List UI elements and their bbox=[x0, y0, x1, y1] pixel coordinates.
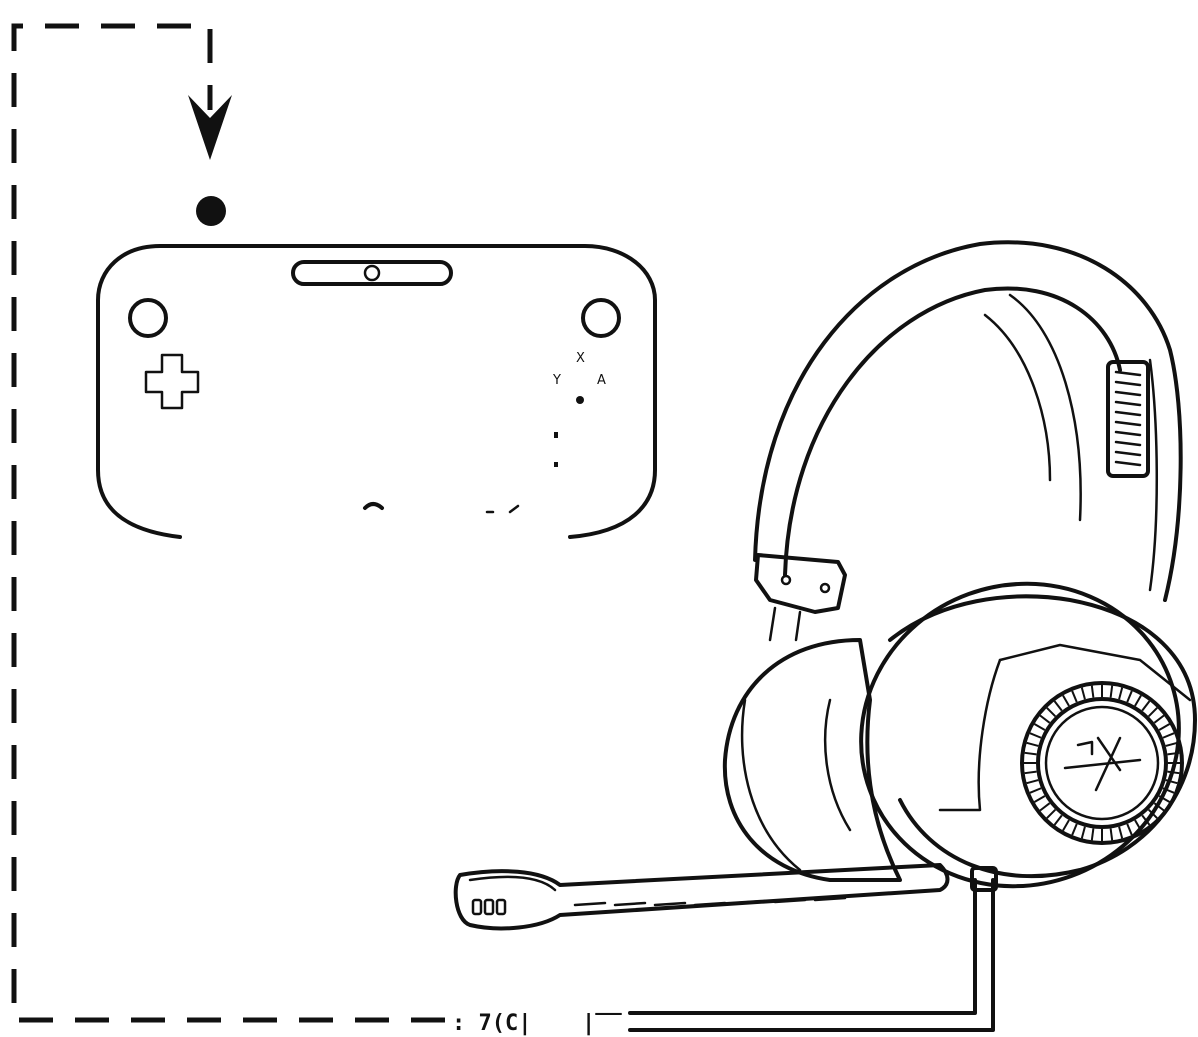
grille-slot bbox=[1126, 823, 1133, 836]
grille-slot bbox=[1090, 685, 1095, 698]
grille-slot bbox=[1053, 700, 1063, 712]
grille-slot bbox=[1141, 814, 1151, 826]
grille-slot bbox=[1118, 687, 1124, 700]
grille-slot bbox=[1090, 828, 1095, 841]
grille-slot bbox=[1026, 779, 1039, 785]
grille-slot bbox=[1153, 714, 1165, 724]
grille-slot bbox=[1029, 732, 1042, 739]
plug-label-right: |‾‾ bbox=[582, 1011, 622, 1036]
cable-plug-left: : 7(C| bbox=[452, 1011, 531, 1036]
grille-slot bbox=[1126, 690, 1133, 703]
grille-slot bbox=[1167, 751, 1180, 756]
grille-slots bbox=[1024, 685, 1180, 841]
grille-slot bbox=[1053, 814, 1063, 826]
grille-slot bbox=[1141, 700, 1151, 712]
grille-slot bbox=[1062, 694, 1070, 707]
grille-slot bbox=[1147, 808, 1158, 819]
audio-jack-icon bbox=[196, 196, 226, 226]
arrow-down-icon bbox=[188, 95, 232, 160]
grille-slot bbox=[1039, 802, 1051, 812]
plug-label-left: : 7(C| bbox=[452, 1011, 531, 1036]
grille-slot bbox=[1024, 770, 1037, 775]
grille-slot bbox=[1167, 770, 1180, 775]
grille-slot bbox=[1134, 819, 1142, 832]
cable-plug-right: |‾‾ bbox=[582, 1011, 622, 1036]
grille-slot bbox=[1165, 741, 1178, 747]
grille-slot bbox=[1080, 826, 1086, 839]
svg-text:X: X bbox=[576, 351, 585, 366]
grille-slot bbox=[1162, 787, 1175, 794]
grille-slot bbox=[1026, 741, 1039, 747]
grille-slot bbox=[1046, 808, 1057, 819]
grille-slot bbox=[1024, 751, 1037, 756]
grille-slot bbox=[1062, 819, 1070, 832]
grille-slot bbox=[1165, 779, 1178, 785]
grille-slot bbox=[1109, 828, 1114, 841]
grille-slot bbox=[1039, 714, 1051, 724]
hyperx-logo bbox=[1063, 736, 1142, 792]
grille-slot bbox=[1162, 732, 1175, 739]
grille-slot bbox=[1109, 685, 1114, 698]
grille-slot bbox=[1158, 795, 1171, 803]
gamepad-icon: X Y A bbox=[96, 244, 657, 539]
grille-slot bbox=[1080, 687, 1086, 700]
grille-slot bbox=[1071, 823, 1078, 836]
svg-text:Y: Y bbox=[552, 373, 561, 388]
grille-slot bbox=[1153, 802, 1165, 812]
headset-icon bbox=[453, 240, 1197, 1032]
grille-slot bbox=[1134, 694, 1142, 707]
grille-slot bbox=[1158, 723, 1171, 731]
svg-text:A: A bbox=[597, 373, 606, 388]
grille-slot bbox=[1071, 690, 1078, 703]
grille-slot bbox=[1033, 723, 1046, 731]
grille-slot bbox=[1033, 795, 1046, 803]
grille-slot bbox=[1147, 707, 1158, 718]
grille-slot bbox=[1029, 787, 1042, 794]
grille-slot bbox=[1046, 707, 1057, 718]
grille-slot bbox=[1118, 826, 1124, 839]
dashed-connection-line bbox=[11, 23, 445, 1023]
